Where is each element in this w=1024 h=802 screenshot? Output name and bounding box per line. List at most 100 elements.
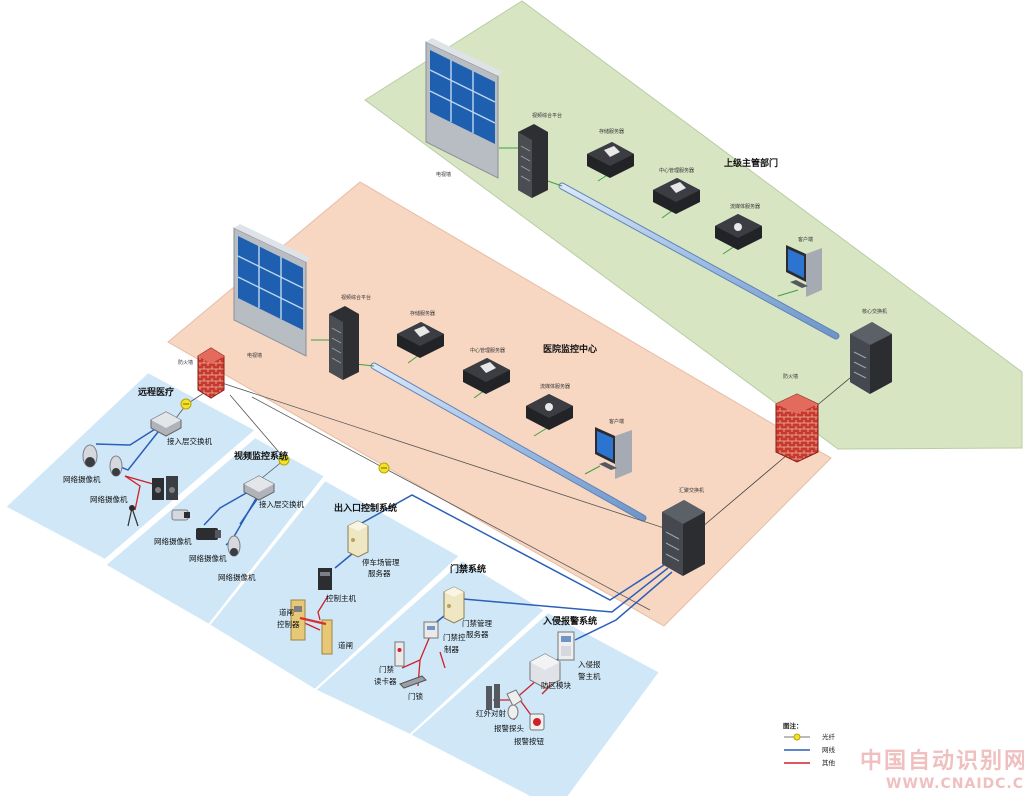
- intrusion-host-label-1: 入侵报: [578, 659, 601, 669]
- hospital-storage-server: [397, 322, 444, 358]
- superior-central-mgmt-server-label: 中心管理服务器: [659, 167, 694, 174]
- fiber-marker: [180, 398, 192, 410]
- telemedicine-speaker-icon: [152, 476, 178, 500]
- video-camera-1-icon: [171, 509, 190, 521]
- telemedicine-camera-2-label: 网络摄像机: [90, 494, 128, 504]
- superior-backbone-pipe: [558, 182, 840, 340]
- door-lock-icon: [399, 675, 427, 689]
- access-system-zone: [207, 478, 462, 692]
- telemedicine-camera-1-label: 网络摄像机: [63, 474, 101, 484]
- firewall-upper-label: 防火墙: [783, 373, 798, 380]
- superior-streaming-server-label: 流媒体服务器: [730, 203, 760, 210]
- zone-hospital-center-label: 医院监控中心: [543, 343, 597, 355]
- parking-server-label-2: 服务器: [368, 568, 391, 578]
- alarm-button-label: 报警按钮: [514, 736, 544, 746]
- superior-central-mgmt-server: [653, 178, 700, 214]
- zone-module-label: 防区模块: [541, 680, 571, 690]
- fiber-marker: [278, 454, 290, 466]
- hospital-central-mgmt-server-label: 中心管理服务器: [470, 347, 505, 354]
- legend-title: 图注：: [783, 721, 803, 730]
- ir-beam-icon: [486, 684, 500, 710]
- firewall-left-label: 防火墙: [178, 359, 193, 366]
- telemedicine-access-switch-label: 接入层交换机: [167, 436, 212, 446]
- telemedicine-camera-2-icon: [109, 455, 123, 477]
- video-camera-2-icon: [196, 528, 221, 540]
- alarm-button-icon: [529, 713, 545, 731]
- hospital-client: [595, 427, 632, 479]
- barrier-icon: [299, 616, 333, 655]
- access-controller-label: 控制主机: [326, 593, 356, 603]
- zone-intrusion-system-label: 入侵报警系统: [542, 615, 597, 627]
- door-reader-label-2: 读卡器: [374, 676, 397, 686]
- legend: 图注： 光纤 网线 其他: [783, 721, 836, 767]
- video-camera-3-icon: [227, 535, 241, 557]
- superior-video-platform: [518, 124, 548, 198]
- alarm-detector-label: 报警探头: [494, 723, 524, 733]
- zone-access-system-label: 出入口控制系统: [334, 502, 397, 514]
- barrier-label: 道闸: [338, 640, 353, 650]
- hospital-aggregation-switch-label: 汇聚交换机: [679, 487, 704, 494]
- hospital-streaming-server-label: 流媒体服务器: [540, 383, 570, 390]
- hospital-backbone-pipe: [370, 362, 647, 522]
- video-access-switch-label: 接入层交换机: [259, 499, 304, 509]
- superior-storage-server-label: 存储服务器: [599, 128, 624, 135]
- door-mgmt-server-icon: [443, 586, 465, 624]
- hospital-video-wall: [233, 224, 311, 357]
- zone-module-icon: [529, 653, 561, 689]
- door-reader-icon: [394, 641, 405, 667]
- hospital-video-platform-label: 视频综合平台: [341, 294, 371, 301]
- intrusion-system-zone: [408, 610, 662, 798]
- door-mgmt-server-label-1: 门禁管理: [462, 618, 492, 628]
- access-controller-icon: [318, 568, 332, 590]
- telemedicine-camera-1-icon: [82, 444, 98, 468]
- firewall-left-icon: [197, 347, 225, 399]
- door-controller-label-2: 制器: [444, 644, 459, 654]
- watermark: 中国自动识别网 WWW.CNAIDC.COM: [860, 748, 1024, 792]
- ir-beam-label: 红外对射: [476, 708, 506, 718]
- hospital-video-platform: [329, 306, 359, 380]
- zone-video-system-label: 视频监控系统: [234, 450, 288, 462]
- hospital-video-wall-label: 电视墙: [247, 352, 262, 359]
- video-camera-3-label: 网络摄像机: [218, 572, 256, 582]
- zone-superior-label: 上级主管部门: [724, 157, 778, 169]
- firewall-upper-icon: [775, 393, 819, 463]
- hospital-streaming-server: [526, 394, 573, 430]
- door-lock-label: 门锁: [408, 691, 423, 701]
- zone-telemedicine-label: 远程医疗: [138, 386, 174, 398]
- intrusion-host-label-2: 警主机: [578, 671, 601, 681]
- superior-client: [786, 245, 822, 297]
- watermark-en: WWW.CNAIDC.COM: [886, 776, 1024, 792]
- hospital-storage-server-label: 存储服务器: [410, 310, 435, 317]
- video-access-switch-icon: [243, 475, 275, 501]
- video-camera-1-label: 网络摄像机: [154, 536, 192, 546]
- superior-video-platform-label: 视频综合平台: [532, 112, 562, 119]
- superior-video-wall-label: 电视墙: [436, 171, 451, 178]
- parking-server-label-1: 停车场管理: [362, 557, 400, 567]
- legend-other-label: 其他: [822, 758, 836, 767]
- hospital-aggregation-switch: [662, 500, 705, 576]
- door-controller-icon: [423, 621, 439, 639]
- superior-storage-server: [587, 142, 634, 178]
- parking-server-icon: [347, 520, 369, 558]
- watermark-cn: 中国自动识别网: [860, 748, 1024, 774]
- door-reader-label-1: 门禁: [379, 665, 394, 674]
- superior-video-wall: [425, 38, 503, 179]
- legend-network-label: 网线: [822, 745, 836, 754]
- zone-door-system-label: 门禁系统: [450, 563, 486, 575]
- door-controller-label-1: 门禁控: [443, 632, 466, 642]
- superior-core-switch: [850, 322, 892, 394]
- fiber-marker: [378, 462, 390, 474]
- door-mgmt-server-label-2: 服务器: [466, 629, 489, 639]
- door-system-zone: [313, 558, 547, 737]
- superior-core-switch-label: 核心交换机: [862, 308, 887, 315]
- legend-fiber-label: 光纤: [822, 732, 836, 741]
- hospital-central-mgmt-server: [463, 358, 510, 394]
- intrusion-host-icon: [557, 631, 575, 661]
- barrier-controller-label-1: 道闸: [279, 607, 294, 617]
- hospital-client-label: 客户端: [609, 418, 624, 425]
- superior-streaming-server: [715, 214, 762, 250]
- barrier-controller-label-2: 控制器: [277, 619, 300, 629]
- video-camera-2-label: 网络摄像机: [189, 553, 227, 563]
